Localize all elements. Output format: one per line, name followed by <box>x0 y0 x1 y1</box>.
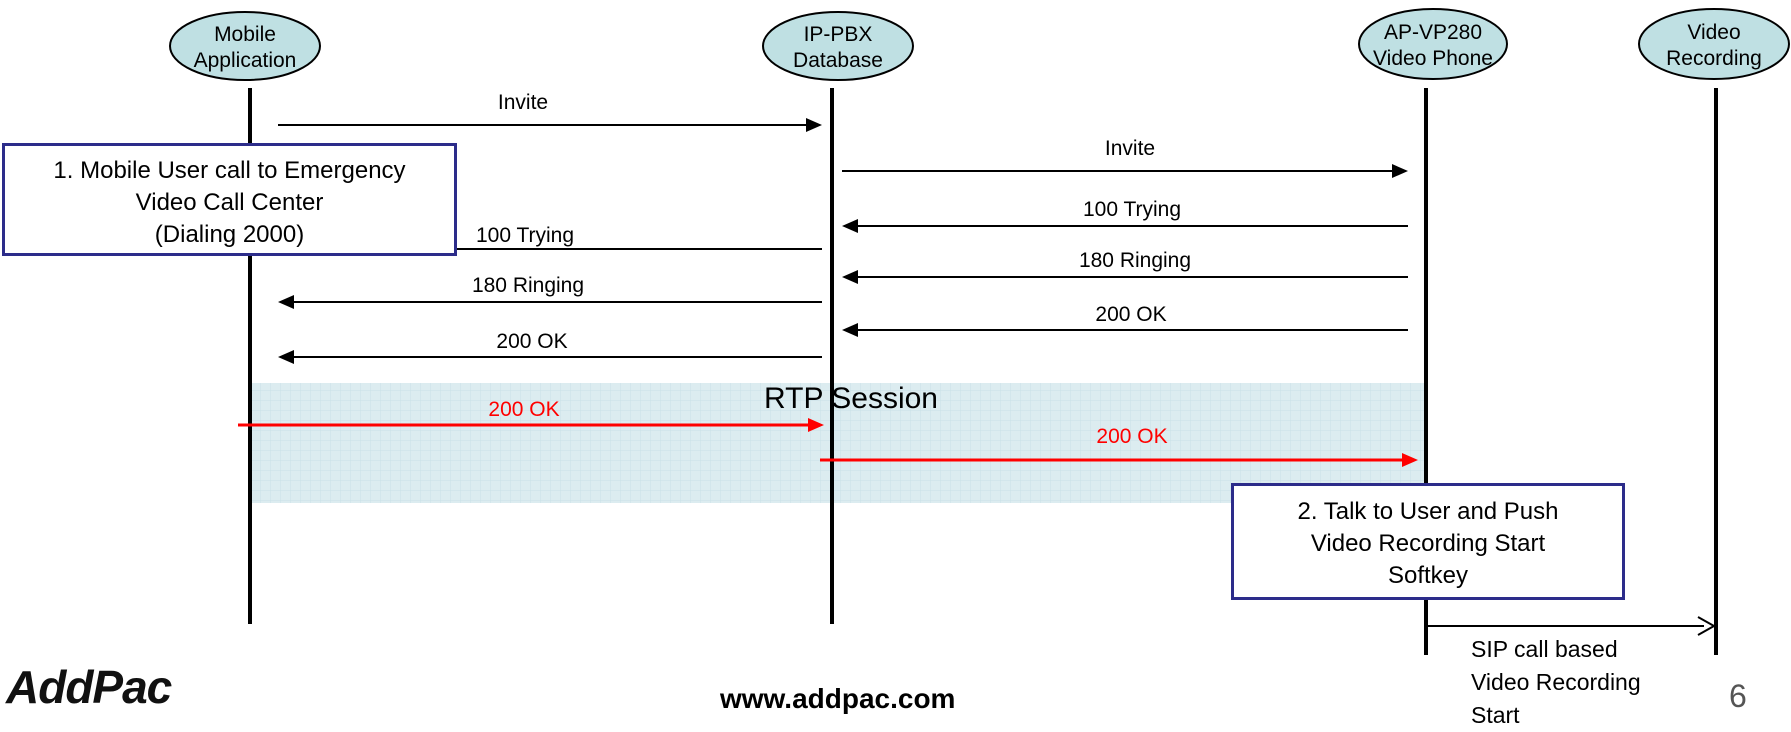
participant-mobile <box>169 11 321 81</box>
message-arrowhead <box>278 295 294 309</box>
message-arrowhead <box>842 219 858 233</box>
footer-url: www.addpac.com <box>720 683 956 714</box>
message-label: 200 OK <box>488 398 559 421</box>
message-arrowhead <box>808 418 824 432</box>
message-arrowhead <box>1392 164 1408 178</box>
message-arrowhead <box>278 350 294 364</box>
message-label: 200 OK <box>1096 425 1167 448</box>
message-arrowhead <box>806 118 822 132</box>
message-label: 200 OK <box>496 330 567 353</box>
message-label: Invite <box>1105 137 1155 160</box>
message-arrowhead <box>1697 616 1717 636</box>
message-label: Invite <box>498 91 548 114</box>
note-sip-recording: SIP call based Video Recording Start <box>1471 636 1641 728</box>
participant-phone <box>1358 8 1508 80</box>
message-label: 200 OK <box>1095 303 1166 326</box>
participant-rec <box>1638 8 1790 80</box>
message-label: 180 Ringing <box>472 274 584 297</box>
addpac-logo: AddPac <box>6 661 172 713</box>
participant-pbx <box>762 11 914 81</box>
message-label: 100 Trying <box>476 224 574 247</box>
message-label: 180 Ringing <box>1079 249 1191 272</box>
message-arrowhead <box>1402 453 1418 467</box>
rtp-session-label: RTP Session <box>764 382 938 415</box>
note-emergency-call: 1. Mobile User call to Emergency Video C… <box>2 143 457 256</box>
message-label: 100 Trying <box>1083 198 1181 221</box>
page-number: 6 <box>1729 678 1747 714</box>
message-arrowhead <box>842 323 858 337</box>
message-arrowhead <box>842 270 858 284</box>
note-recording-softkey: 2. Talk to User and Push Video Recording… <box>1231 483 1625 600</box>
